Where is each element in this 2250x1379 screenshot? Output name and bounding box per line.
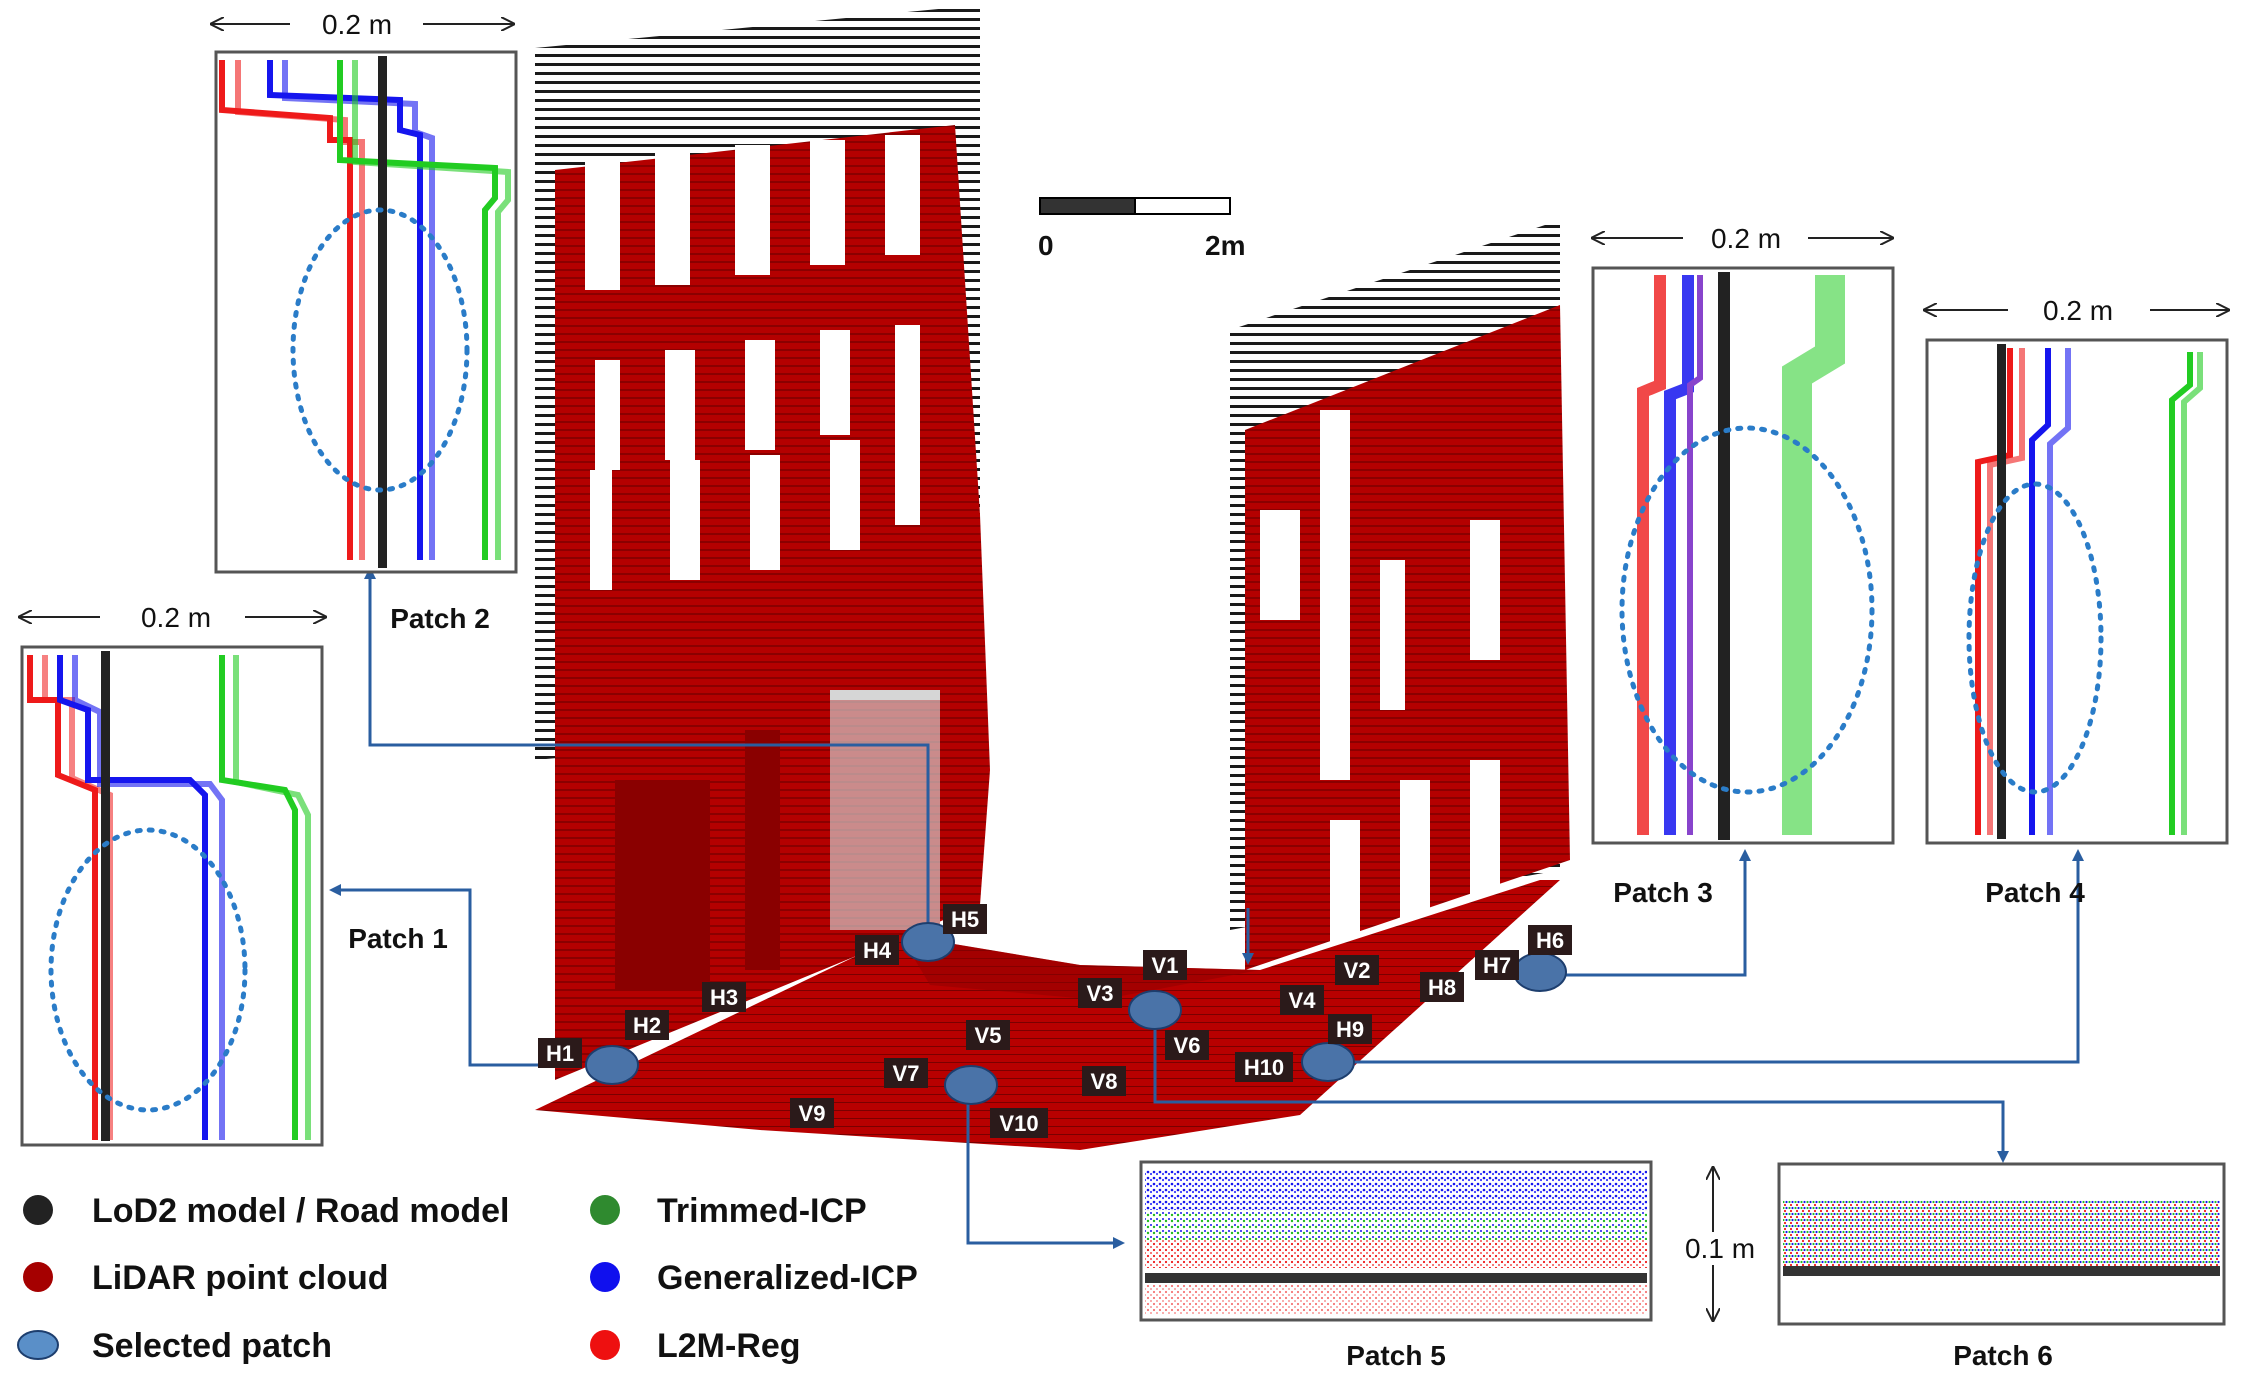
marker-v7: V7 <box>884 1058 928 1088</box>
legend-item-lidar: LiDAR point cloud <box>23 1259 389 1297</box>
svg-text:H9: H9 <box>1336 1017 1364 1042</box>
marker-h3: H3 <box>702 982 746 1012</box>
patch3-label: Patch 3 <box>1613 877 1713 908</box>
marker-h5: H5 <box>943 904 987 934</box>
patch-markers: H1 H2 H3 H4 H5 V1 V2 V3 V4 V5 V6 V7 V8 V… <box>538 904 1572 1138</box>
marker-h1: H1 <box>538 1038 582 1068</box>
svg-text:H4: H4 <box>863 938 892 963</box>
marker-h9: H9 <box>1328 1014 1372 1044</box>
patch5-inset: Patch 5 <box>1139 1160 1653 1371</box>
patch1-measure: 0.2 m <box>141 602 211 633</box>
svg-text:V5: V5 <box>975 1023 1002 1048</box>
selected-patch-h4h5 <box>901 922 955 962</box>
svg-text:LiDAR point cloud: LiDAR point cloud <box>92 1259 389 1297</box>
svg-text:H10: H10 <box>1244 1055 1284 1080</box>
selected-patch-v3 <box>1128 990 1182 1030</box>
legend-item-trimmed: Trimmed-ICP <box>590 1192 867 1230</box>
svg-text:L2M-Reg: L2M-Reg <box>657 1327 801 1365</box>
marker-h7: H7 <box>1475 950 1519 980</box>
marker-v8: V8 <box>1082 1066 1126 1096</box>
marker-h6: H6 <box>1528 925 1572 955</box>
patch3-measure: 0.2 m <box>1711 223 1781 254</box>
svg-text:Generalized-ICP: Generalized-ICP <box>657 1259 918 1297</box>
patch6-measure: 0.1 m <box>1685 1233 1755 1264</box>
scale-bar-end: 2m <box>1205 230 1245 261</box>
scale-bar-start: 0 <box>1038 230 1054 261</box>
legend-item-gicp: Generalized-ICP <box>590 1259 918 1297</box>
selected-patch-h6h7 <box>1513 952 1567 992</box>
marker-v5: V5 <box>966 1020 1010 1050</box>
marker-h4: H4 <box>855 935 899 965</box>
legend-item-l2m: L2M-Reg <box>590 1327 801 1365</box>
patch1-inset: 0.2 m Patch 1 <box>20 602 448 1147</box>
legend-item-selected: Selected patch <box>17 1327 332 1365</box>
svg-text:LoD2 model / Road model: LoD2 model / Road model <box>92 1192 509 1230</box>
marker-v2: V2 <box>1335 955 1379 985</box>
svg-text:H5: H5 <box>951 907 979 932</box>
marker-v1: V1 <box>1143 950 1187 980</box>
left-building-point-cloud <box>535 5 990 1080</box>
marker-v4: V4 <box>1280 985 1324 1015</box>
patch4-label: Patch 4 <box>1985 877 2085 908</box>
selected-patch-v7 <box>944 1065 998 1105</box>
marker-v9: V9 <box>790 1098 834 1128</box>
selected-patch-h1 <box>585 1045 639 1085</box>
svg-text:H1: H1 <box>546 1041 574 1066</box>
patch1-label: Patch 1 <box>348 923 448 954</box>
patch4-inset: 0.2 m Patch 4 <box>1925 295 2228 908</box>
svg-text:H6: H6 <box>1536 928 1564 953</box>
svg-text:V10: V10 <box>999 1111 1038 1136</box>
right-building-point-cloud <box>1230 220 1570 970</box>
patch2-inset: 0.2 m Patch 2 <box>212 9 518 634</box>
legend-item-lod2: LoD2 model / Road model <box>23 1192 509 1230</box>
marker-h2: H2 <box>625 1010 669 1040</box>
scale-bar: 0 2m <box>1038 197 1245 261</box>
patch5-label: Patch 5 <box>1346 1340 1446 1371</box>
svg-text:V9: V9 <box>799 1101 826 1126</box>
marker-v6: V6 <box>1165 1030 1209 1060</box>
marker-v10: V10 <box>990 1108 1048 1138</box>
connector-lines <box>329 567 2084 1249</box>
svg-text:V7: V7 <box>893 1061 920 1086</box>
svg-text:H3: H3 <box>710 985 738 1010</box>
patch6-label: Patch 6 <box>1953 1340 2053 1371</box>
svg-text:Selected patch: Selected patch <box>92 1327 332 1365</box>
patch2-label: Patch 2 <box>390 603 490 634</box>
road-point-cloud <box>535 880 1560 1150</box>
svg-text:V6: V6 <box>1174 1033 1201 1058</box>
svg-text:V2: V2 <box>1344 958 1371 983</box>
patch4-measure: 0.2 m <box>2043 295 2113 326</box>
svg-text:V4: V4 <box>1289 988 1317 1013</box>
svg-text:H8: H8 <box>1428 975 1456 1000</box>
marker-v3: V3 <box>1078 978 1122 1008</box>
patch3-inset: 0.2 m Patch 3 <box>1593 223 1895 908</box>
legend: LoD2 model / Road model LiDAR point clou… <box>17 1192 918 1365</box>
patch2-measure: 0.2 m <box>322 9 392 40</box>
svg-text:Trimmed-ICP: Trimmed-ICP <box>657 1192 867 1230</box>
svg-text:V3: V3 <box>1087 981 1114 1006</box>
svg-text:V8: V8 <box>1091 1069 1118 1094</box>
svg-text:H7: H7 <box>1483 953 1511 978</box>
svg-text:H2: H2 <box>633 1013 661 1038</box>
marker-h8: H8 <box>1420 972 1464 1002</box>
marker-h10: H10 <box>1235 1052 1293 1082</box>
selected-patches <box>585 922 1567 1105</box>
patch6-inset: 0.1 m Patch 6 <box>1685 1162 2226 1371</box>
selected-patch-h9 <box>1301 1042 1355 1082</box>
svg-text:V1: V1 <box>1152 953 1179 978</box>
